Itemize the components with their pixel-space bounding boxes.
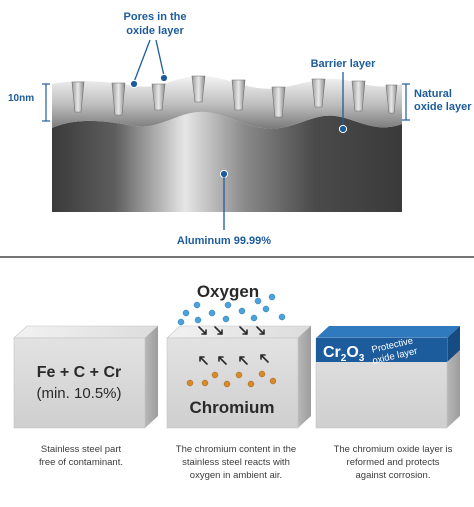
- oxygen-dot: [194, 316, 202, 324]
- block-top: [13, 325, 159, 339]
- pores-callout: Pores in the oxide layer: [124, 11, 187, 89]
- step-2-reaction: Oxygen: [166, 282, 312, 481]
- chromium-dot: [269, 377, 277, 385]
- oxygen-dot: [193, 301, 201, 309]
- formula-cr: Cr: [323, 344, 341, 361]
- arrow-up-icon: [199, 356, 208, 365]
- natural-oxide-bracket: Natural oxide layer: [402, 83, 472, 121]
- pore: [111, 82, 126, 116]
- step-3-caption-line1: The chromium oxide layer is: [334, 444, 453, 455]
- oxygen-molecules: [177, 293, 286, 326]
- oxygen-dot: [262, 305, 270, 313]
- block-front: [13, 337, 146, 429]
- pore: [151, 83, 166, 111]
- step-3-protective-layer: Cr2O3 Protective oxide layer The chromiu…: [315, 326, 460, 481]
- chromium-dot: [211, 371, 219, 379]
- block-top: [166, 325, 312, 339]
- arrow-up-icon: [260, 354, 269, 363]
- aluminum-substrate: [52, 111, 402, 212]
- pore: [231, 79, 246, 111]
- oxygen-dot: [254, 297, 262, 305]
- natural-label-line2: oxide layer: [414, 101, 472, 113]
- thickness-label: 10nm: [8, 93, 34, 104]
- natural-label-line1: Natural: [414, 88, 452, 100]
- oxygen-dot: [182, 309, 190, 317]
- pore: [311, 78, 326, 108]
- barrier-callout: Barrier layer: [311, 58, 377, 134]
- arrow-up-icon: [239, 356, 248, 365]
- step-2-caption-line1: The chromium content in the: [176, 444, 296, 455]
- pore: [351, 80, 366, 112]
- arrow-down-icon: [256, 326, 265, 335]
- composition-label: Fe + C + Cr: [37, 364, 121, 381]
- oxygen-dot: [238, 307, 246, 315]
- oxygen-dot: [268, 293, 276, 301]
- oxygen-dot: [224, 301, 232, 309]
- step-1-steel-part: Fe + C + Cr (min. 10.5%) Stainless steel…: [13, 325, 159, 468]
- chromium-min-label: (min. 10.5%): [36, 385, 121, 402]
- oxygen-label: Oxygen: [197, 282, 259, 301]
- chromium-atoms: [186, 370, 277, 388]
- oxygen-dot: [278, 313, 286, 321]
- step-1-caption-line1: Stainless steel part: [41, 444, 122, 455]
- block-side: [145, 326, 158, 428]
- pore: [191, 75, 206, 103]
- aluminum-callout: Aluminum 99.99%: [177, 169, 271, 247]
- step-1-caption-line2: free of contaminant.: [39, 457, 123, 468]
- aluminum-cross-section: Pores in the oxide layer Barrier layer 1…: [8, 11, 472, 247]
- oxygen-dot: [222, 315, 230, 323]
- oxygen-dot: [208, 309, 216, 317]
- up-arrows: [199, 354, 269, 365]
- pore: [271, 86, 286, 118]
- aluminum-label: Aluminum 99.99%: [177, 235, 271, 247]
- chromium-dot: [247, 380, 255, 388]
- pores-label-line1: Pores in the: [124, 11, 187, 23]
- svg-text:Cr2O3: Cr2O3: [323, 344, 365, 364]
- pore: [385, 84, 398, 114]
- block-side-oxide: [447, 326, 460, 362]
- formula-sub-2: 2: [341, 353, 347, 364]
- oxide-pores: [71, 75, 398, 118]
- step-3-caption-line2: reformed and protects: [347, 457, 440, 468]
- formula-sub-3: 3: [359, 353, 365, 364]
- chromium-dot: [186, 379, 194, 387]
- thickness-bracket: 10nm: [8, 83, 50, 122]
- down-arrows: [198, 326, 265, 335]
- step-2-caption-line2: stainless steel reacts with: [182, 457, 290, 468]
- barrier-label: Barrier layer: [311, 58, 377, 70]
- block-side: [298, 326, 311, 428]
- chromium-oxide-formula: Cr2O3: [323, 344, 365, 364]
- chromium-dot: [201, 379, 209, 387]
- arrow-down-icon: [214, 326, 223, 335]
- formula-o: O: [346, 344, 358, 361]
- oxygen-dot: [177, 318, 185, 326]
- step-3-caption-line3: against corrosion.: [356, 470, 431, 481]
- arrow-down-icon: [198, 326, 207, 335]
- chromium-label: Chromium: [190, 398, 275, 417]
- block-top: [316, 326, 460, 338]
- chromium-dot: [223, 380, 231, 388]
- arrow-up-icon: [218, 356, 227, 365]
- pore: [71, 81, 85, 113]
- chromium-dot: [235, 371, 243, 379]
- step-2-caption-line3: oxygen in ambient air.: [190, 470, 282, 481]
- chromium-dot: [258, 370, 266, 378]
- oxygen-dot: [250, 314, 258, 322]
- pores-label-line2: oxide layer: [126, 25, 184, 37]
- oxide-band: [316, 338, 447, 362]
- arrow-down-icon: [239, 326, 248, 335]
